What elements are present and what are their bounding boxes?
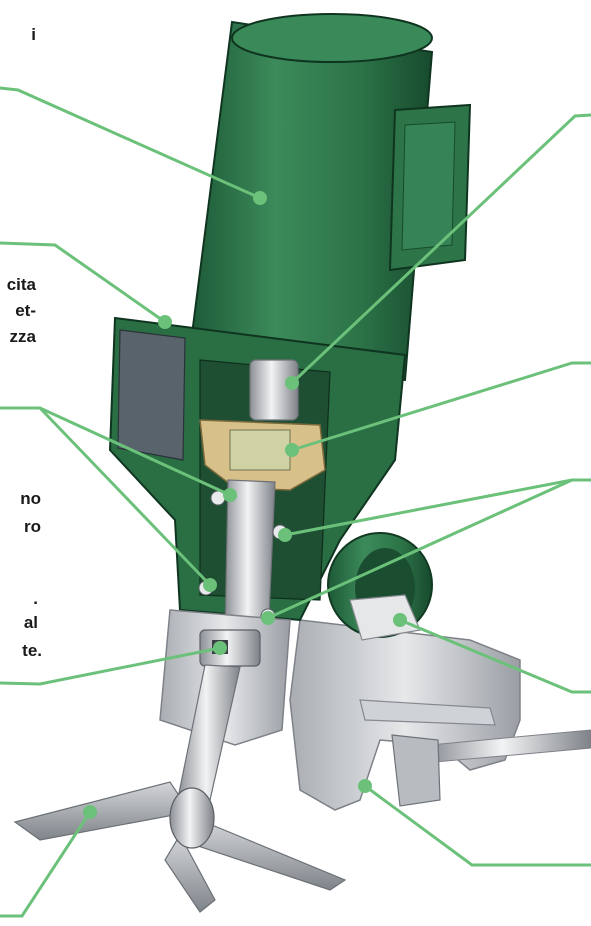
callout-dot-chuck <box>213 641 227 655</box>
leader-lines <box>0 86 591 918</box>
callout-dot-motor <box>253 191 267 205</box>
leader-line-gear <box>290 361 591 452</box>
leader-line-clamp <box>363 784 591 867</box>
callout-dot-housing-bolt <box>158 315 172 329</box>
callout-dot-right-bearing <box>278 528 292 542</box>
callout-dot-bearing <box>223 488 237 502</box>
leader-line-right-bearings-2 <box>266 478 574 620</box>
callout-dot-propeller <box>83 805 97 819</box>
callout-fragment-bearings-2: ro <box>24 517 41 536</box>
gearbox-side-panel <box>117 329 186 461</box>
callout-dot-coupling <box>285 376 299 390</box>
callout-dot-gear <box>285 443 299 457</box>
callout-fragment-chuck-2: al <box>23 613 38 632</box>
callout-fragment-bearings-1: no <box>20 489 41 508</box>
callout-fragment-chuck-1: . <box>33 589 38 608</box>
propeller-hub <box>169 787 215 849</box>
leader-line-bearings-2 <box>38 406 212 587</box>
coupling <box>249 359 299 421</box>
leader-line-swivel <box>398 618 591 694</box>
propeller-blade <box>194 819 347 891</box>
leader-line-propeller <box>0 810 92 918</box>
propeller-blade <box>164 833 216 913</box>
callout-fragment-chuck-3: te. <box>22 641 42 660</box>
leader-line-motor <box>0 86 262 200</box>
clamp-jaw <box>359 699 496 726</box>
leader-line-chuck <box>0 646 222 686</box>
callout-fragment-motor: i <box>31 25 36 44</box>
callout-fragment-housing-1: cita <box>6 275 36 294</box>
propeller-blade <box>13 781 192 841</box>
clamp-screw-block <box>391 734 441 807</box>
leader-line-housing-bolt <box>0 241 167 324</box>
callout-dots <box>83 191 407 819</box>
callout-dot-right-bearing <box>261 611 275 625</box>
callout-dot-clamp <box>358 779 372 793</box>
callout-dot-swivel <box>393 613 407 627</box>
callout-dot-bearing <box>203 578 217 592</box>
motor-top-cap <box>231 13 433 63</box>
callout-fragment-housing-3: zza <box>9 327 36 346</box>
shaft-chuck <box>199 629 261 667</box>
swivel-clamp-lever <box>349 594 421 641</box>
leader-line-coupling <box>290 113 591 385</box>
gear-hub <box>229 429 291 471</box>
junction-box-face <box>401 121 456 251</box>
callout-fragment-housing-2: et- <box>15 301 36 320</box>
